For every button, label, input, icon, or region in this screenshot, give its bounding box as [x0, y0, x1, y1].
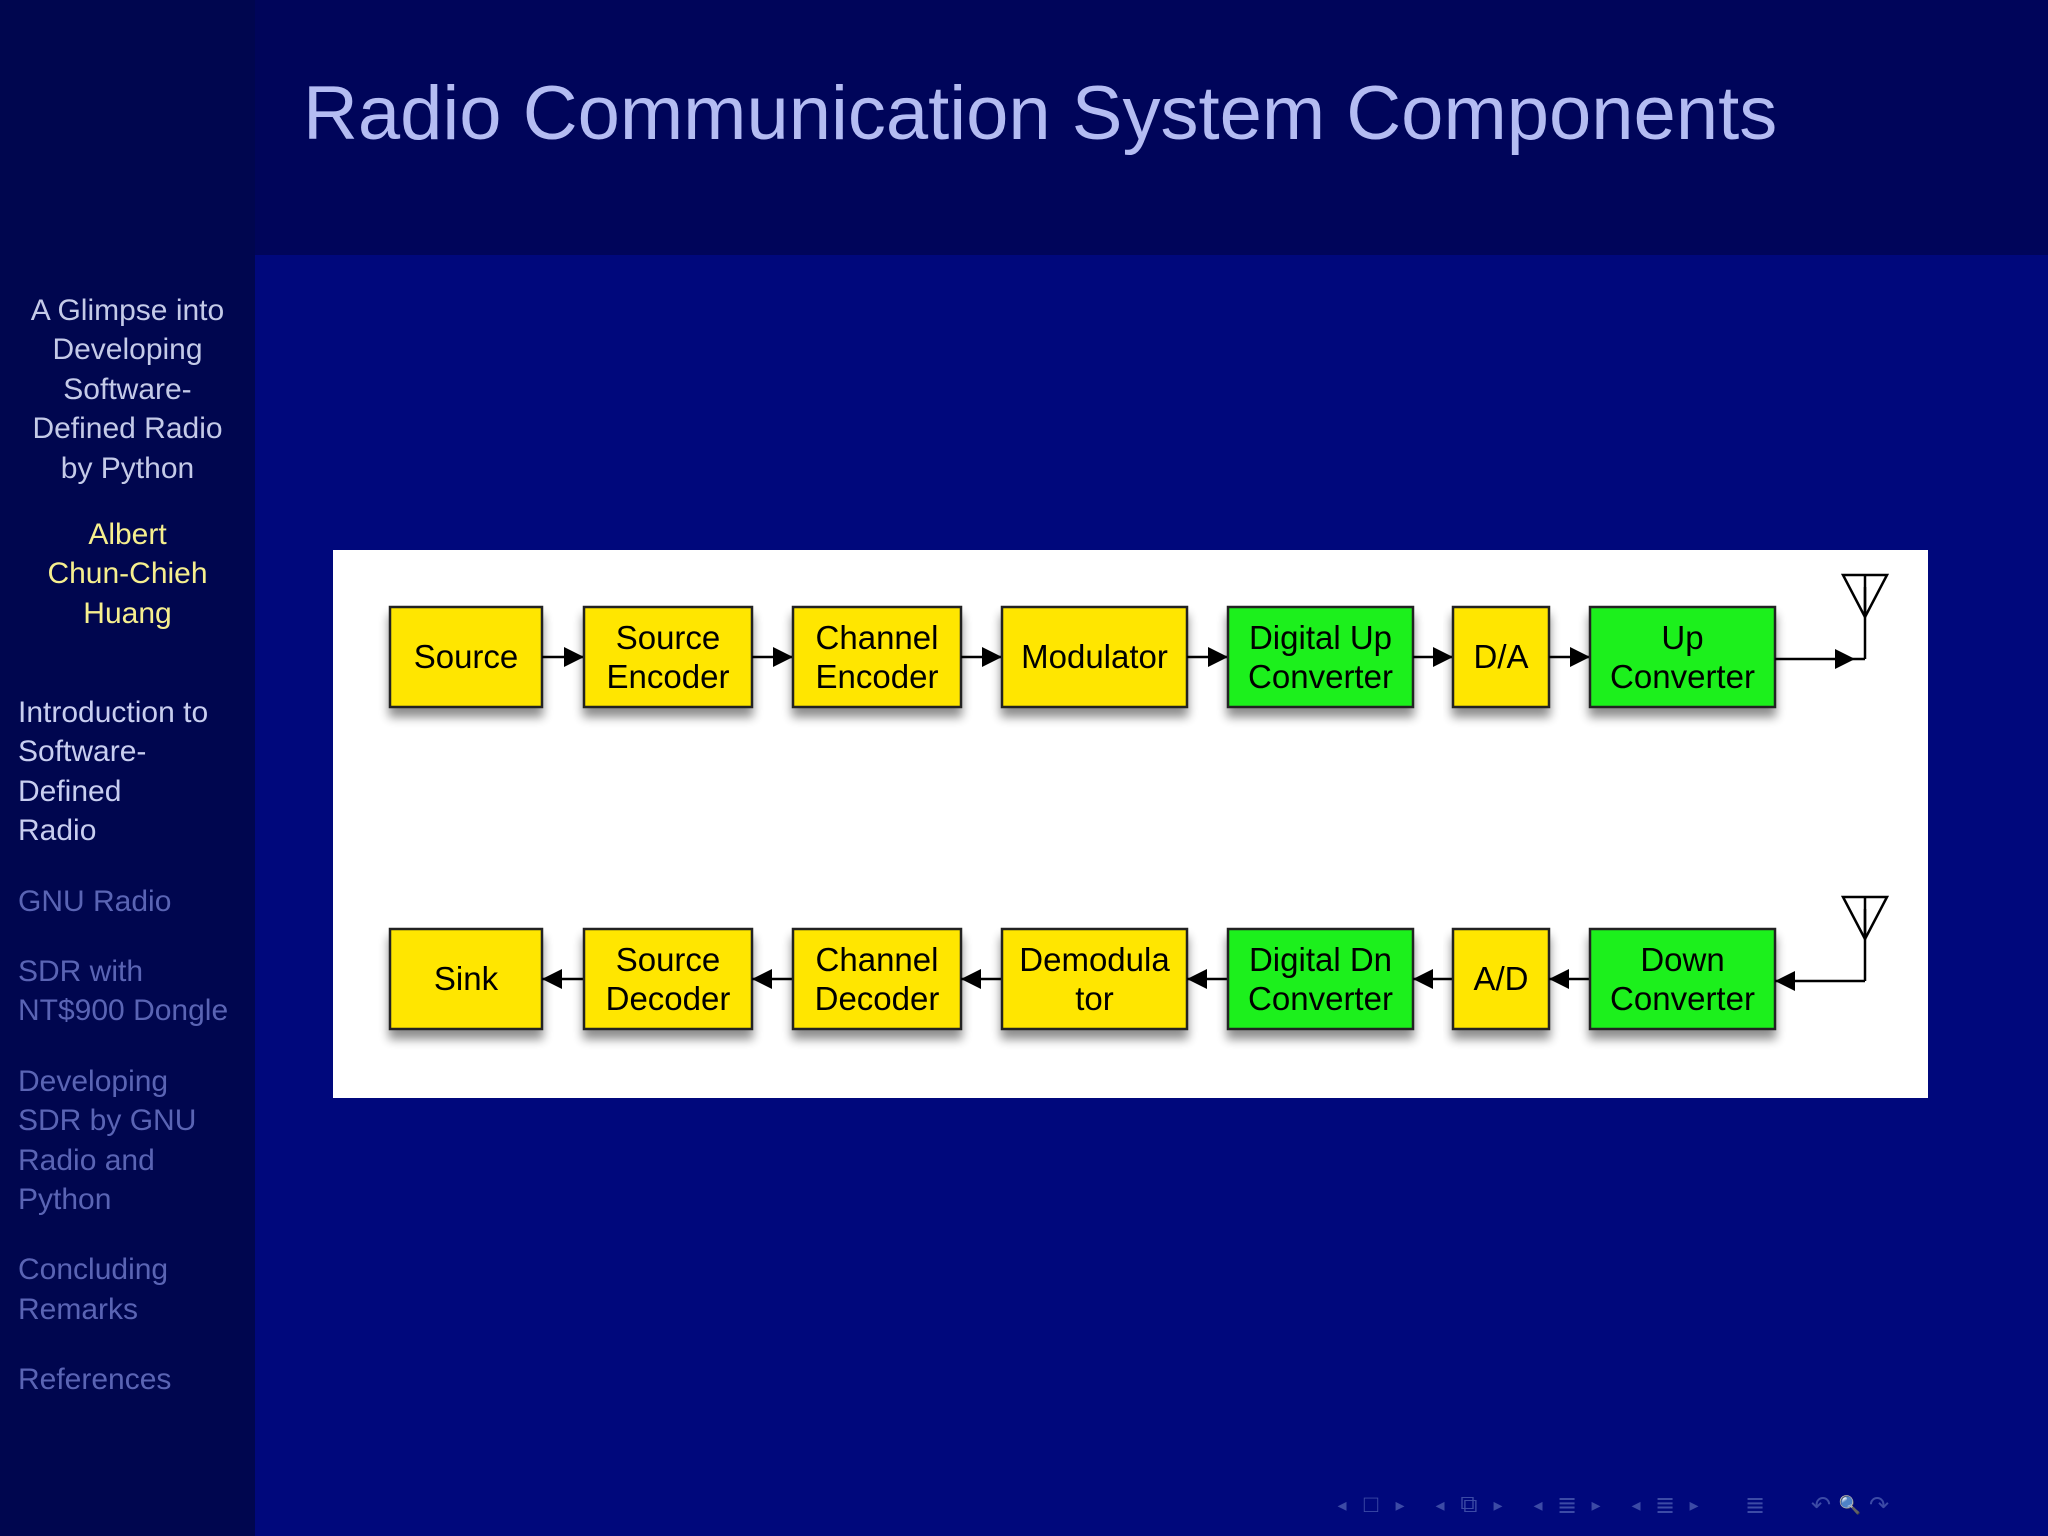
author-line: Huang — [83, 596, 172, 630]
receive-block-label: Demodula — [1019, 941, 1170, 978]
transmit-block-label: Channel — [816, 619, 939, 656]
receive-block-label: Converter — [1610, 980, 1755, 1017]
transmit-block-label: Modulator — [1021, 638, 1168, 675]
transmit-block-label: Converter — [1248, 658, 1393, 695]
transmit-block-label: Encoder — [607, 658, 730, 695]
search-icon[interactable]: 🔍 — [1838, 1494, 1862, 1515]
transmit-block-label: Converter — [1610, 658, 1755, 695]
forward-icon[interactable]: ↷ — [1868, 1491, 1890, 1519]
receive-block-label: Decoder — [815, 980, 940, 1017]
block-diagram-canvas: SourceSourceEncoderChannelEncoderModulat… — [388, 573, 1890, 1031]
receive-block: Sink — [388, 927, 544, 1031]
transmit-block: D/A — [1451, 605, 1551, 709]
presentation-title-line: Defined Radio — [32, 412, 223, 446]
presentation-title-line: Developing — [52, 333, 203, 367]
receive-block-label: tor — [1075, 980, 1114, 1017]
presentation-title-line: by Python — [60, 451, 195, 485]
receive-block-label: Down — [1640, 941, 1724, 978]
transmit-block-label: Source — [414, 638, 519, 675]
frame-icon[interactable]: ⧉ — [1460, 1491, 1478, 1518]
presentation-title-line: A Glimpse into — [30, 294, 225, 327]
transmit-block-label: D/A — [1473, 638, 1528, 675]
nav-item-gnu-radio[interactable]: GNU Radio — [18, 884, 172, 918]
slide-icon[interactable]: □ — [1363, 1491, 1379, 1518]
transmit-block-label: Digital Up — [1249, 619, 1392, 656]
receive-block-label: Decoder — [606, 980, 731, 1017]
subsection-icon[interactable]: ≣ — [1556, 1491, 1578, 1519]
next-section-icon[interactable]: ▸ — [1689, 1494, 1699, 1515]
receive-block-label: Converter — [1248, 980, 1393, 1017]
author-line: Chun-Chieh — [47, 557, 208, 591]
nav-item-references[interactable]: References — [18, 1363, 172, 1397]
presentation-title[interactable]: A Glimpse into Developing Software- Defi… — [0, 291, 255, 488]
prev-frame-icon[interactable]: ◂ — [1435, 1494, 1445, 1515]
transmit-block-label: Up — [1661, 619, 1703, 656]
prev-subsection-icon[interactable]: ◂ — [1533, 1494, 1543, 1515]
antenna-icon — [1775, 573, 1890, 661]
next-frame-icon[interactable]: ▸ — [1493, 1494, 1503, 1515]
receive-block-label: Source — [616, 941, 721, 978]
author-name[interactable]: Albert Chun-Chieh Huang — [0, 515, 255, 633]
title-bar — [255, 0, 2048, 255]
receive-block: A/D — [1451, 927, 1551, 1031]
prev-slide-icon[interactable]: ◂ — [1337, 1494, 1347, 1515]
transmit-block: Source — [388, 605, 544, 709]
transmit-block-label: Source — [616, 619, 721, 656]
next-slide-icon[interactable]: ▸ — [1395, 1494, 1405, 1515]
section-icon[interactable]: ≣ — [1654, 1491, 1676, 1519]
toc-icon[interactable]: ≣ — [1744, 1491, 1766, 1519]
slide-title: Radio Communication System Components — [303, 71, 1778, 156]
prev-section-icon[interactable]: ◂ — [1631, 1494, 1641, 1515]
receive-block-label: Sink — [434, 960, 499, 997]
receive-block-label: Channel — [816, 941, 939, 978]
transmit-block: Modulator — [1000, 605, 1189, 709]
sidebar: A Glimpse into Developing Software- Defi… — [0, 0, 255, 1536]
transmit-block-label: Encoder — [816, 658, 939, 695]
next-subsection-icon[interactable]: ▸ — [1591, 1494, 1601, 1515]
receive-block-label: A/D — [1473, 960, 1528, 997]
receive-block-label: Digital Dn — [1249, 941, 1392, 978]
author-line: Albert — [88, 518, 167, 551]
presentation-title-line: Software- — [63, 372, 192, 406]
beamer-nav-controls: ◂ □ ▸ ◂ ⧉ ▸ ◂ ≣ ▸ ◂ ≣ ▸ ≣ ↶ 🔍 ↷ — [1330, 1488, 1896, 1522]
antenna-icon — [1775, 895, 1890, 983]
back-icon[interactable]: ↶ — [1810, 1491, 1832, 1519]
